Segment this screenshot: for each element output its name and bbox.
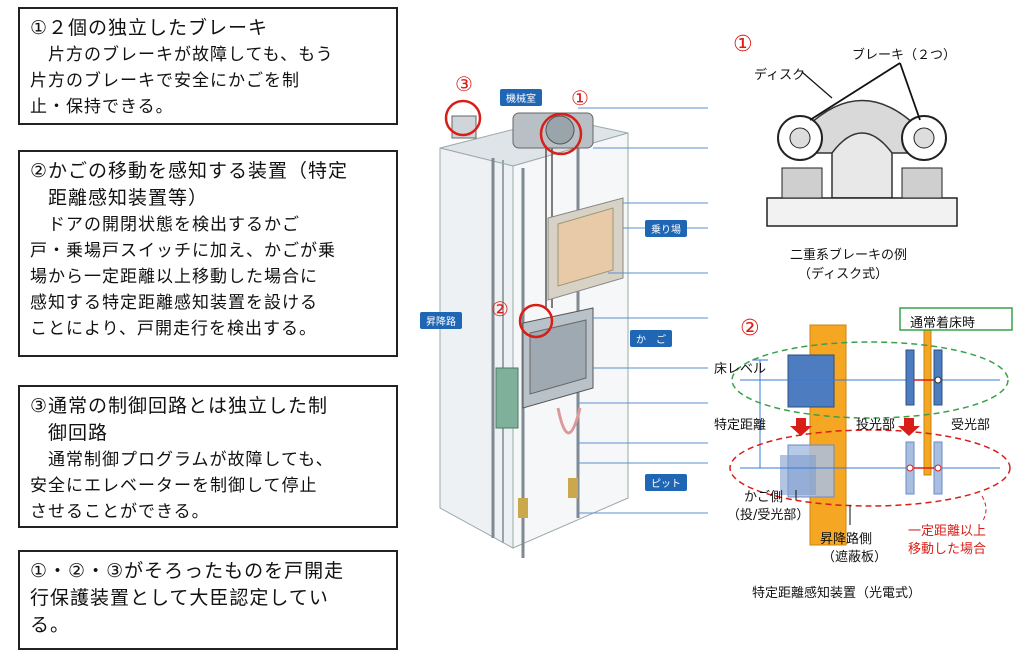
- feature-box-1: ①２個の独立したブレーキ 片方のブレーキが故障しても、もう 片方のブレーキで安全…: [18, 7, 398, 125]
- feature-2-line-2: 戸・乗場戸スイッチに加え、かごが乗: [30, 241, 336, 261]
- feature-1-line-1: 片方のブレーキが故障しても、もう: [48, 45, 334, 65]
- feature-2-heading-2: 距離感知装置等）: [48, 187, 209, 209]
- brake-caption-1: 二重系ブレーキの例: [790, 248, 908, 263]
- brake-label: ブレーキ（２つ）: [852, 48, 957, 63]
- marker-circle-3: [444, 99, 482, 137]
- landing-door: [557, 207, 614, 287]
- feature-3-heading-1: ③通常の制御回路とは独立した制: [30, 395, 329, 417]
- marker-circle-1: [539, 112, 583, 156]
- tag-car: か ご: [630, 330, 672, 347]
- summary-line-1: ①・②・③がそろったものを戸開走: [30, 560, 345, 582]
- car-side-label-2: （投/受光部）: [727, 508, 810, 523]
- feature-3-heading-2: 御回路: [48, 422, 109, 444]
- car-sensor-normal: [787, 354, 835, 408]
- feature-2-line-5: ことにより、戸開走行を検出する。: [30, 319, 317, 339]
- tag-hoistway: 昇降路: [420, 312, 462, 329]
- feature-1-line-3: 止・保持できる。: [30, 97, 174, 117]
- sensor-caption: 特定距離感知装置（光電式）: [752, 586, 922, 601]
- feature-box-3: ③通常の制御回路とは独立した制 御回路 通常制御プログラムが故障しても、 安全に…: [18, 385, 398, 528]
- feature-3-line-1: 通常制御プログラムが故障しても、: [48, 450, 334, 470]
- moved-label-2: 移動した場合: [908, 542, 987, 557]
- marker-2-label: ②: [491, 297, 509, 321]
- tag-pit: ピット: [645, 474, 687, 491]
- feature-1-line-2: 片方のブレーキで安全にかごを制: [30, 71, 300, 91]
- tag-landing: 乗り場: [645, 220, 687, 237]
- hoist-side-label-2: （遮蔽板）: [822, 550, 888, 565]
- summary-line-3: る。: [30, 614, 71, 636]
- floor-level-label: 床レベル: [714, 362, 767, 377]
- car-side-label-1: かご側: [744, 490, 784, 505]
- elevator-illustration: [439, 99, 708, 558]
- moved-label-1: 一定距離以上: [908, 524, 987, 539]
- feature-1-heading: ①２個の独立したブレーキ: [30, 17, 269, 39]
- sensor-marker: ②: [740, 316, 760, 341]
- summary-box: ①・②・③がそろったものを戸開走 行保護装置として大臣認定してい る。: [18, 550, 398, 650]
- normal-ellipse: [731, 341, 1009, 419]
- feature-2-line-4: 感知する特定距離感知装置を設ける: [30, 293, 318, 313]
- brake-caption-2: （ディスク式）: [798, 267, 889, 282]
- tag-machine-room: 機械室: [500, 89, 542, 106]
- hoist-side-label-1: 昇降路側: [820, 532, 873, 547]
- normal-label: 通常着床時: [910, 316, 976, 331]
- feature-3-line-3: させることができる。: [30, 502, 210, 522]
- feature-box-2: ②かごの移動を感知する装置（特定 距離感知装置等） ドアの開閉状態を検出するかご…: [18, 150, 398, 357]
- marker-3-label: ③: [455, 72, 473, 96]
- feature-2-line-1: ドアの開閉状態を検出するかご: [48, 215, 300, 235]
- emitter-label: 投光部: [856, 418, 896, 433]
- receiver-label: 受光部: [951, 418, 991, 433]
- summary-line-2: 行保護装置として大臣認定してい: [30, 587, 329, 609]
- brake-diagram: [766, 62, 958, 227]
- moved-ellipse: [729, 429, 1011, 507]
- marker-circle-2: [518, 303, 554, 339]
- sensor-diagram: [729, 307, 1013, 546]
- counterweight: [495, 367, 519, 429]
- brake-marker: ①: [733, 32, 753, 57]
- disk-label: ディスク: [754, 68, 806, 83]
- feature-2-heading-1: ②かごの移動を感知する装置（特定: [30, 160, 349, 182]
- distance-label: 特定距離: [714, 418, 767, 433]
- marker-1-label: ①: [571, 86, 589, 110]
- shield-schematic: [923, 324, 932, 476]
- feature-2-line-3: 場から一定距離以上移動した場合に: [30, 267, 318, 287]
- feature-3-line-2: 安全にエレベーターを制御して停止: [30, 476, 318, 496]
